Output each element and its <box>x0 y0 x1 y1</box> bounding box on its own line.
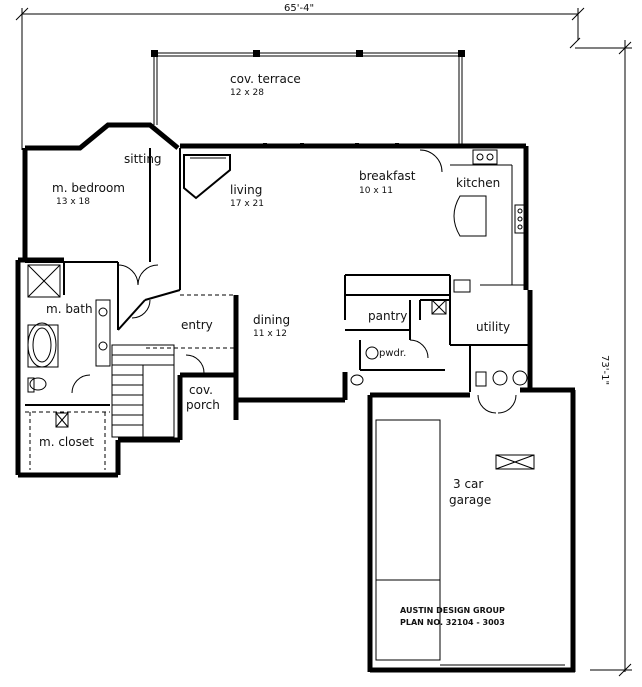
terrace-outline <box>151 50 465 145</box>
bedroom-size: 13 x 18 <box>56 197 90 207</box>
closet-label: m. closet <box>39 435 94 449</box>
sitting-label: sitting <box>124 152 162 166</box>
windows <box>240 143 420 403</box>
breakfast-label: breakfast <box>359 169 416 183</box>
garage-label-line2: garage <box>449 493 492 507</box>
breakfast-size: 10 x 11 <box>359 186 393 196</box>
utility-fixtures <box>350 299 528 387</box>
fireplace <box>183 154 231 200</box>
pantry-label: pantry <box>368 309 408 323</box>
dining-label: dining <box>253 313 291 327</box>
bedroom-label: m. bedroom <box>52 181 125 195</box>
interior-walls <box>25 148 530 406</box>
utility-label: utility <box>476 320 511 334</box>
closet-shelves <box>25 411 110 470</box>
powder-label: pwdr. <box>379 348 407 359</box>
kitchen-label: kitchen <box>456 176 501 190</box>
bath-fixtures <box>27 264 111 393</box>
designer-credit: AUSTIN DESIGN GROUP <box>400 606 505 615</box>
exterior-walls <box>15 122 576 673</box>
living-label: living <box>230 183 263 197</box>
living-size: 17 x 21 <box>230 199 264 209</box>
garage-label-line1: 3 car <box>453 477 484 491</box>
staircase <box>111 344 175 438</box>
porch-label-line1: cov. <box>189 383 213 397</box>
door-swings <box>71 149 517 414</box>
bath-label: m. bath <box>46 302 93 316</box>
overall-width-label: 65'-4" <box>284 3 315 14</box>
porch-label-line2: porch <box>186 398 220 412</box>
plan-number: PLAN NO. 32104 - 3003 <box>400 618 505 627</box>
overall-depth-label: 73'-1" <box>599 355 610 386</box>
dining-size: 11 x 12 <box>253 329 287 339</box>
entry-label: entry <box>181 318 213 332</box>
overall-width-dimension-line <box>15 7 585 150</box>
terrace-label: cov. terrace <box>230 72 301 86</box>
terrace-size: 12 x 28 <box>230 88 264 98</box>
kitchen-fixtures <box>450 149 526 293</box>
garage-details <box>375 419 565 666</box>
overall-depth-dimension-line <box>569 37 632 677</box>
